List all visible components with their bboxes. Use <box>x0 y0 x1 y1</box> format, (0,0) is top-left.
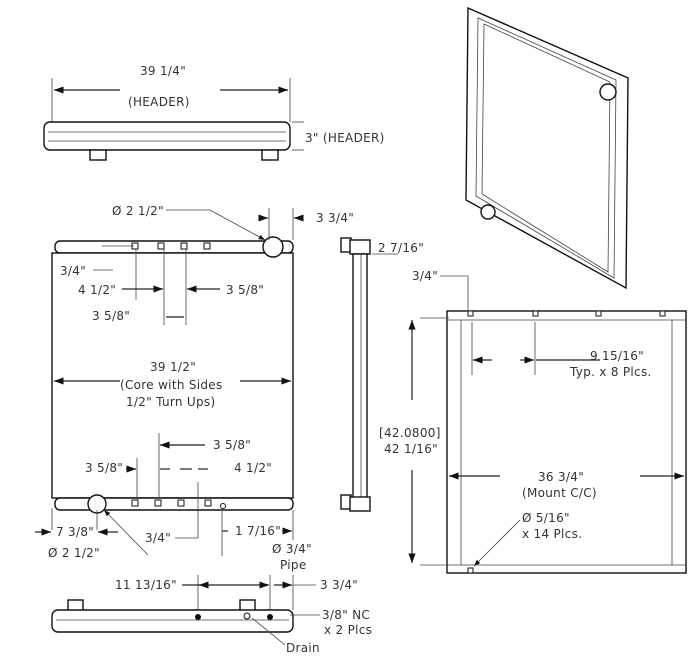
spacing-a-label: 4 1/2" <box>78 283 116 297</box>
spacing-c-label: 3 5/8" <box>92 309 130 323</box>
top-view: 39 1/4" (HEADER) 3" (HEADER) <box>43 64 385 161</box>
top-edge-label: 3/4" <box>60 264 86 278</box>
drain-diameter-label: Ø 3/4" <box>272 542 312 556</box>
header-width-label: 39 1/4" <box>140 64 186 78</box>
mount-view: 3/4" 9 15/16" Typ. x 8 Plcs. [42.0800] 4… <box>379 269 687 574</box>
mount-width-label: 36 3/4" <box>538 470 584 484</box>
drain-note-label: Pipe <box>280 558 307 572</box>
thread-label: 3/8" NC <box>322 608 370 622</box>
mount-height-label: 42 1/16" <box>384 442 438 456</box>
inlet-diameter-label: Ø 2 1/2" <box>112 204 164 218</box>
side-view: 2 7/16" <box>340 237 424 512</box>
spacing-b-label: 3 5/8" <box>226 283 264 297</box>
header-height-label: 3" (HEADER) <box>305 131 385 145</box>
core-note-2: 1/2" Turn Ups) <box>126 395 215 409</box>
mount-width-note: (Mount C/C) <box>522 486 597 500</box>
outlet-diameter-label: Ø 2 1/2" <box>48 546 100 560</box>
mount-top-edge-label: 3/4" <box>412 269 438 283</box>
core-width-label: 39 1/2" <box>150 360 196 374</box>
bottom-view: 11 13/16" 3 3/4" 3/8" NC x 2 Plcs Drain <box>51 575 372 655</box>
bottom-spacing-c-label: 4 1/2" <box>234 461 272 475</box>
outlet-offset-label: 7 3/8" <box>56 525 94 539</box>
drain-label: Drain <box>286 641 320 655</box>
hole-qty-label: x 14 Plcs. <box>522 527 582 541</box>
mount-spacing-label: 9 15/16" <box>590 349 644 363</box>
thread-qty-label: x 2 Plcs <box>324 623 372 637</box>
header-width-note: (HEADER) <box>128 95 190 109</box>
isometric-view <box>465 6 629 290</box>
bottom-edge-label: 3/4" <box>145 531 171 545</box>
depth-label: 2 7/16" <box>378 241 424 255</box>
bottom-spacing-a-label: 3 5/8" <box>213 438 251 452</box>
bottom-dim-b-label: 3 3/4" <box>320 578 358 592</box>
mount-spacing-note: Typ. x 8 Plcs. <box>569 365 652 379</box>
mount-height-metric-label: [42.0800] <box>379 426 441 440</box>
drain-offset-label: 1 7/16" <box>235 524 281 538</box>
bottom-dim-a-label: 11 13/16" <box>115 578 177 592</box>
front-view: Ø 2 1/2" 3 3/4" 3/4" 4 1/2" 3 5/8" 3 5/8… <box>35 204 354 572</box>
core-note-1: (Core with Sides <box>120 378 223 392</box>
inlet-offset-label: 3 3/4" <box>316 211 354 225</box>
hole-diameter-label: Ø 5/16" <box>522 511 570 525</box>
bottom-spacing-b-label: 3 5/8" <box>85 461 123 475</box>
